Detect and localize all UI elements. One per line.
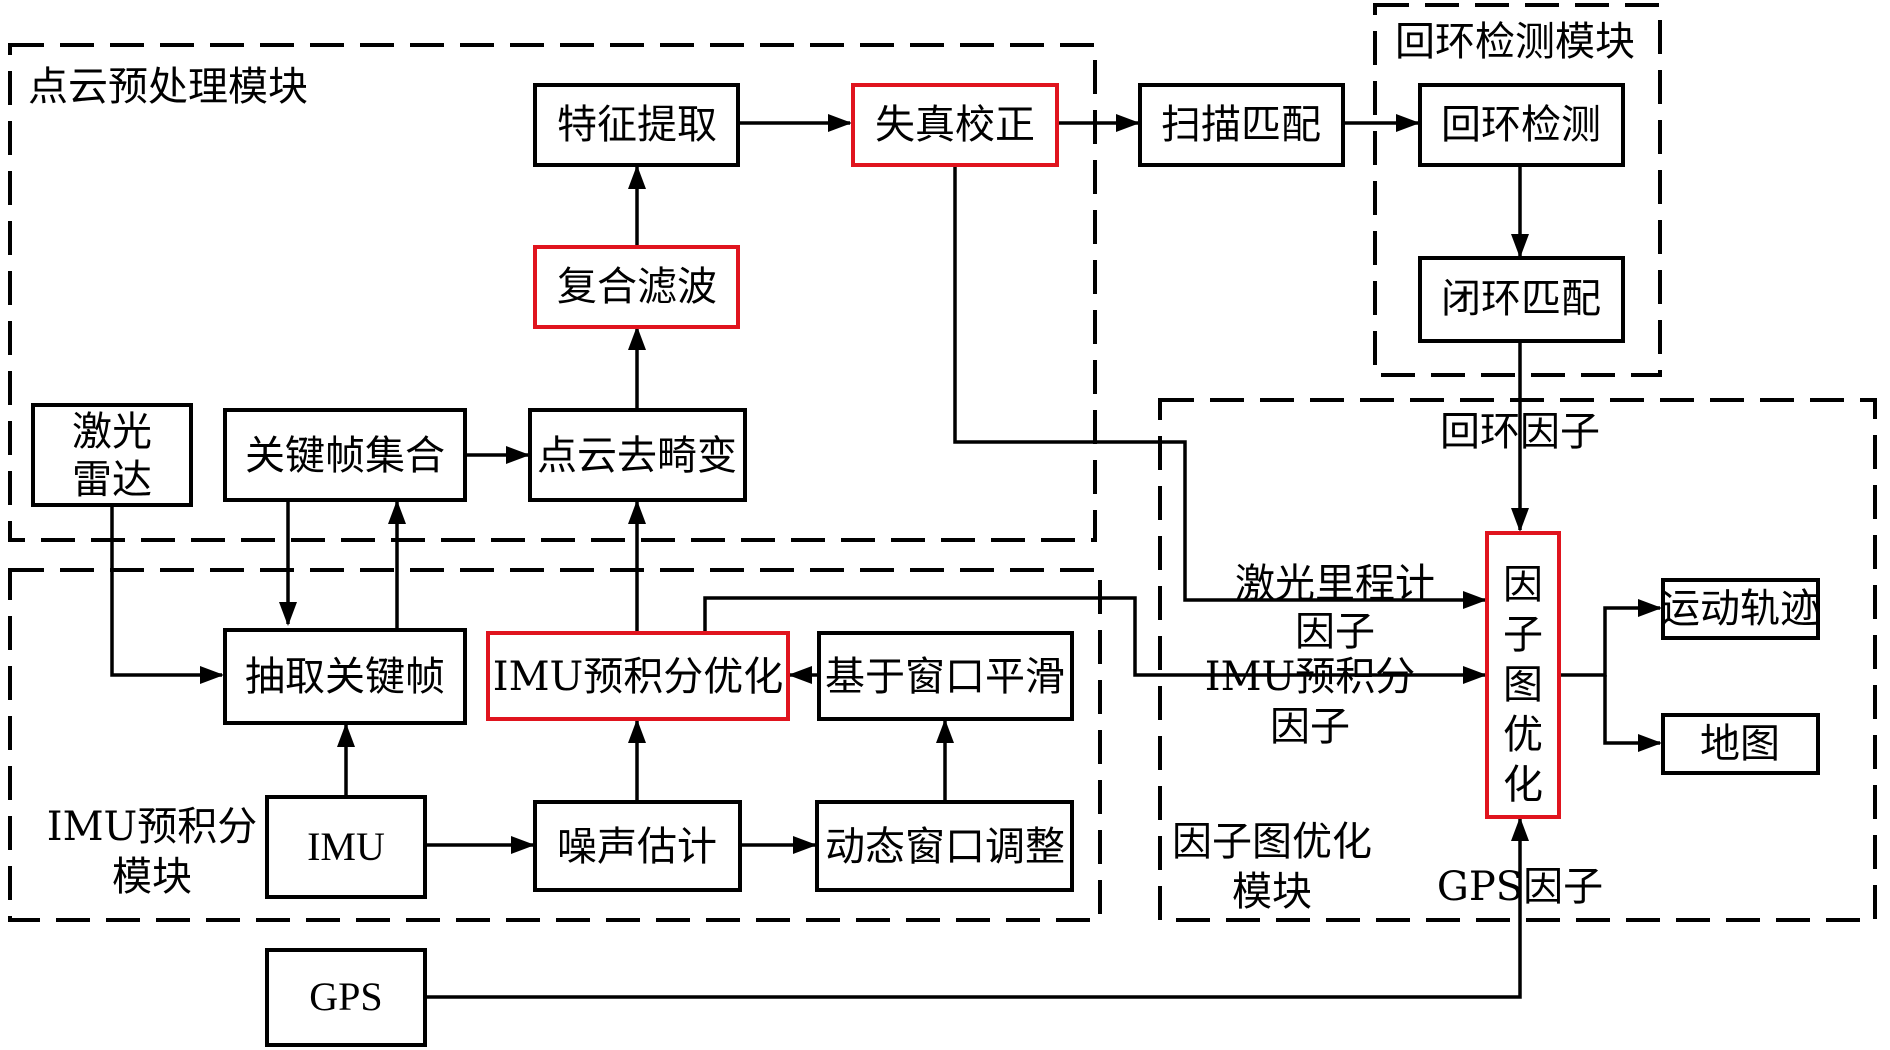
deskew-box bbox=[528, 408, 747, 502]
factor-graph-char-4: 优 bbox=[1503, 712, 1543, 758]
noise-estimation-box bbox=[533, 800, 742, 892]
distortion-correction-label: 失真校正 bbox=[875, 102, 1035, 148]
composite-filter-box bbox=[533, 245, 740, 329]
factor-module-title-line1: 因子图优化 bbox=[1172, 819, 1372, 865]
factor-graph-optimization-box bbox=[1485, 531, 1561, 819]
factor-module-box bbox=[1158, 398, 1877, 922]
lidar-odometry-factor-label-line1: 激光里程计 bbox=[1235, 561, 1435, 607]
lidar-label-line2: 雷达 bbox=[72, 457, 152, 503]
keyframe-set-label: 关键帧集合 bbox=[245, 433, 445, 479]
imu-box bbox=[265, 795, 427, 899]
window-smoothing-box bbox=[817, 631, 1074, 721]
imu-module-title-line2: 模块 bbox=[112, 854, 192, 900]
composite-filter-label: 复合滤波 bbox=[557, 264, 717, 310]
loop-factor-label: 回环因子 bbox=[1440, 409, 1600, 455]
window-smoothing-label: 基于窗口平滑 bbox=[825, 654, 1065, 700]
factor-module-title-line2: 模块 bbox=[1232, 869, 1312, 915]
dynamic-window-box bbox=[815, 800, 1074, 892]
lidar-box bbox=[31, 403, 193, 507]
deskew-label: 点云去畸变 bbox=[537, 433, 737, 479]
edge-gps-to-factorgraph bbox=[425, 817, 1529, 999]
keyframe-set-box bbox=[223, 408, 467, 502]
loop-module-title: 回环检测模块 bbox=[1395, 19, 1635, 65]
scan-match-label: 扫描匹配 bbox=[1161, 102, 1321, 148]
keyframe-extract-box bbox=[223, 628, 467, 725]
edge-lidar-to-keyframeextract bbox=[110, 505, 224, 684]
dynamic-window-label: 动态窗口调整 bbox=[825, 824, 1065, 870]
keyframe-extract-label: 抽取关键帧 bbox=[245, 654, 445, 700]
scan-match-box bbox=[1138, 83, 1345, 167]
gps-factor-label: GPS因子 bbox=[1437, 864, 1603, 910]
trajectory-label: 运动轨迹 bbox=[1660, 586, 1820, 632]
map-label: 地图 bbox=[1700, 721, 1780, 767]
loop-close-label: 闭环匹配 bbox=[1441, 276, 1601, 322]
factor-graph-char-3: 图 bbox=[1503, 662, 1543, 708]
loop-detect-label: 回环检测 bbox=[1441, 102, 1601, 148]
imu-label: IMU bbox=[307, 824, 385, 869]
trajectory-box bbox=[1661, 578, 1820, 640]
edge-imupreint-to-imu-factor bbox=[703, 596, 1487, 684]
distortion-correction-box bbox=[851, 83, 1059, 167]
loop-module-box bbox=[1373, 3, 1662, 377]
preprocess-module-title: 点云预处理模块 bbox=[28, 64, 308, 110]
gps-box bbox=[265, 948, 427, 1047]
imu-module-box bbox=[8, 568, 1102, 922]
gps-label: GPS bbox=[309, 974, 382, 1019]
imu-preintegration-factor-label-line2: 因子 bbox=[1270, 704, 1350, 750]
feature-extraction-box bbox=[533, 83, 740, 167]
edge-factorgraph-to-map bbox=[1603, 675, 1662, 752]
feature-extraction-label: 特征提取 bbox=[557, 102, 717, 148]
loop-close-box bbox=[1418, 256, 1625, 343]
imu-preintegration-factor-label-line1: IMU预积分 bbox=[1205, 654, 1415, 700]
map-box bbox=[1661, 713, 1820, 775]
imu-preintegration-optimization-label: IMU预积分优化 bbox=[493, 654, 783, 700]
loop-detect-box bbox=[1418, 83, 1625, 167]
preprocess-module-box bbox=[8, 43, 1097, 542]
edge-distortion-to-lidarodom-factor bbox=[953, 167, 1487, 609]
edge-factorgraph-to-trajectory bbox=[1561, 599, 1662, 677]
factor-graph-char-2: 子 bbox=[1503, 612, 1543, 658]
factor-graph-char-5: 化 bbox=[1503, 762, 1543, 808]
imu-preintegration-optimization-box bbox=[486, 631, 790, 721]
noise-estimation-label: 噪声估计 bbox=[557, 824, 717, 870]
imu-module-title-line1: IMU预积分 bbox=[47, 804, 257, 850]
lidar-label-line1: 激光 bbox=[72, 409, 152, 455]
factor-graph-char-1: 因 bbox=[1503, 562, 1543, 608]
lidar-odometry-factor-label-line2: 因子 bbox=[1295, 609, 1375, 655]
